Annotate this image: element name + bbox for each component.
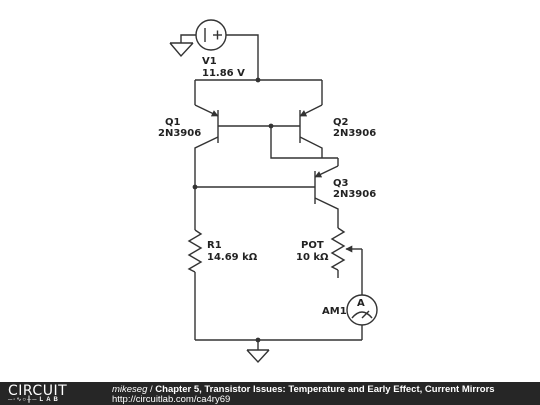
- junction-dot: [255, 337, 261, 343]
- footer-bar: CIRCUIT ─◦∿○╫─LAB mikeseg / Chapter 5, T…: [0, 382, 540, 405]
- circuit-title: Chapter 5, Transistor Issues: Temperatur…: [155, 384, 495, 395]
- potentiometer[interactable]: POT 10 kΩ: [296, 227, 362, 278]
- pot-label: POT: [301, 240, 324, 251]
- q1-collector-lead: [194, 136, 219, 187]
- q1-emitter-arrow: [194, 104, 219, 117]
- r1-value: 14.69 kΩ: [207, 252, 258, 263]
- pot-zigzag: [330, 227, 346, 271]
- v1-value: 11.86 V: [202, 68, 245, 79]
- q2-collector-lead: [299, 136, 323, 158]
- circuit-url-link[interactable]: http://circuitlab.com/ca4ry69: [112, 394, 231, 405]
- r1-zigzag: [187, 229, 203, 273]
- transistor-q2[interactable]: Q2 2N3906: [299, 80, 376, 158]
- r1-label: R1: [207, 240, 222, 251]
- pot-value: 10 kΩ: [296, 252, 329, 263]
- ground-icon: [246, 340, 270, 364]
- dc-voltage-source-icon: [195, 19, 227, 51]
- logo-wordmark: CIRCUIT: [8, 383, 68, 399]
- ground-icon: [169, 42, 194, 58]
- junction-dot: [255, 77, 261, 83]
- author-link[interactable]: mikeseg: [112, 384, 148, 395]
- credit-separator: /: [147, 384, 156, 395]
- q3-part: 2N3906: [333, 189, 376, 200]
- logo-subline: ─◦∿○╫─LAB: [8, 397, 61, 404]
- q3-emitter-arrow: [314, 165, 339, 178]
- logo-circuit-symbols: ─◦∿○╫─: [8, 397, 38, 403]
- q2-part: 2N3906: [333, 128, 376, 139]
- voltage-source-v1[interactable]: V1 11.86 V: [195, 19, 245, 79]
- ammeter-am1[interactable]: A AM1: [322, 294, 378, 326]
- supply-wire: [226, 34, 259, 80]
- q3-collector-lead: [314, 197, 339, 228]
- v1-label: V1: [202, 56, 217, 67]
- q1-label: Q1: [165, 117, 181, 128]
- q3-label: Q3: [333, 178, 349, 189]
- circuitlab-logo[interactable]: CIRCUIT ─◦∿○╫─LAB: [8, 384, 100, 404]
- ammeter-icon: A: [346, 294, 378, 326]
- transistor-q3[interactable]: Q3 2N3906: [314, 158, 376, 228]
- resistor-r1[interactable]: R1 14.69 kΩ: [187, 187, 258, 340]
- credit-line: mikeseg / Chapter 5, Transistor Issues: …: [112, 384, 495, 395]
- q2-emitter-arrow: [299, 104, 323, 117]
- am1-label: AM1: [322, 306, 347, 317]
- q1-part: 2N3906: [158, 128, 201, 139]
- ground-bottom[interactable]: [246, 340, 270, 364]
- transistor-q1[interactable]: Q1 2N3906: [158, 80, 219, 187]
- junction-dot: [268, 123, 274, 129]
- svg-text:A: A: [357, 298, 365, 309]
- q3-emitter-wire: [270, 126, 338, 159]
- q2-label: Q2: [333, 117, 349, 128]
- schematic-canvas: V1 11.86 V Q1 2N3906 Q2 2N3906 Q3 2N3906: [158, 19, 378, 364]
- ground-top[interactable]: [169, 42, 194, 58]
- wire: [180, 34, 196, 43]
- logo-lab: LAB: [39, 397, 61, 403]
